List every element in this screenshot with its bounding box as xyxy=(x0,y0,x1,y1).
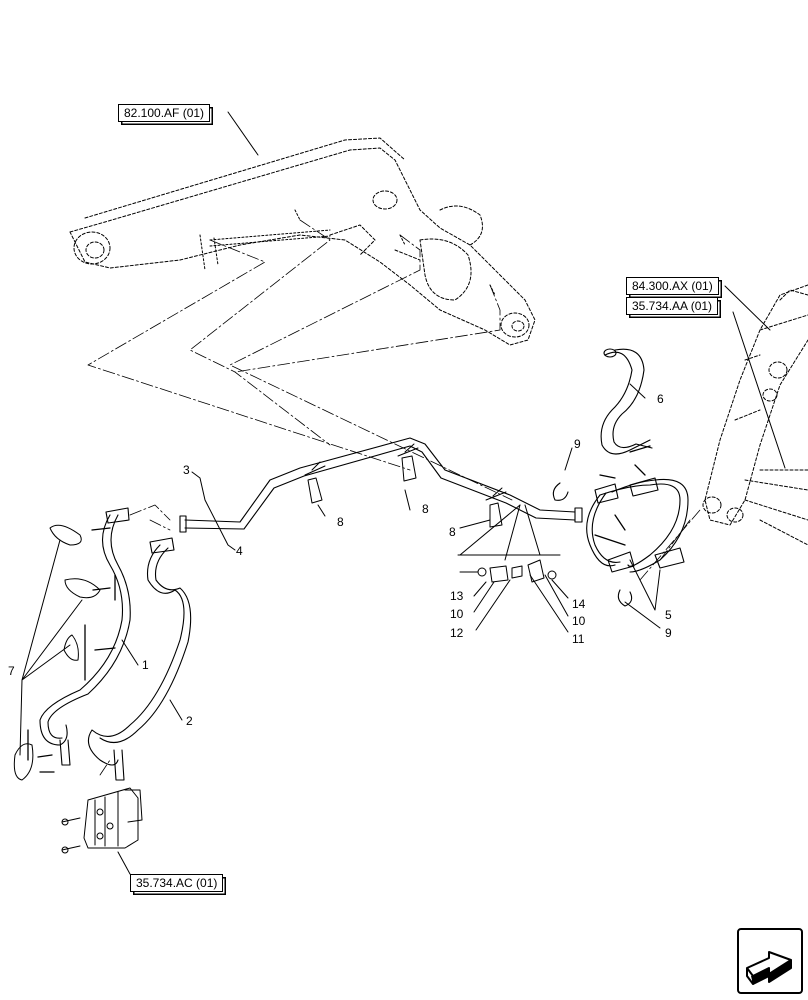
loader-frame xyxy=(702,284,808,546)
callout-11: 11 xyxy=(572,632,585,646)
callout-1: 1 xyxy=(142,658,149,672)
phantom-lines xyxy=(87,219,701,776)
section-marks xyxy=(27,445,651,773)
callout-14: 14 xyxy=(572,597,586,611)
callout-7: 7 xyxy=(8,664,15,678)
callout-5: 5 xyxy=(665,608,672,622)
next-page-button[interactable] xyxy=(737,928,803,994)
callout-9a: 9 xyxy=(574,437,581,451)
next-page-arrow-icon xyxy=(746,951,792,985)
loader-boom xyxy=(69,137,536,346)
ref-valve[interactable]: 35.734.AC (01) xyxy=(130,874,224,892)
callout-4: 4 xyxy=(236,544,243,558)
ref-frame-1[interactable]: 84.300.AX (01) xyxy=(626,277,719,295)
callout-9b: 9 xyxy=(665,626,672,640)
boom-tubes xyxy=(199,209,496,296)
control-valve xyxy=(61,787,143,854)
callout-12: 12 xyxy=(450,626,464,640)
ref-frame-2[interactable]: 35.734.AA (01) xyxy=(626,297,719,315)
callout-8a: 8 xyxy=(337,515,344,529)
left-hoses xyxy=(39,507,192,781)
ref-boom[interactable]: 82.100.AF (01) xyxy=(118,104,211,122)
callout-2: 2 xyxy=(186,714,193,728)
callout-3: 3 xyxy=(183,463,190,477)
steel-tubes xyxy=(179,437,583,533)
callout-6: 6 xyxy=(657,392,664,406)
callout-8b: 8 xyxy=(422,502,429,516)
callout-10a: 10 xyxy=(450,607,464,621)
callout-13: 13 xyxy=(450,589,464,603)
hose-6 xyxy=(600,348,653,455)
right-hoses xyxy=(552,477,689,607)
callout-8c: 8 xyxy=(449,525,456,539)
callout-10b: 10 xyxy=(572,614,586,628)
leader-lines xyxy=(19,111,786,875)
cable-ties xyxy=(13,524,101,781)
tube-clamps xyxy=(304,443,507,528)
